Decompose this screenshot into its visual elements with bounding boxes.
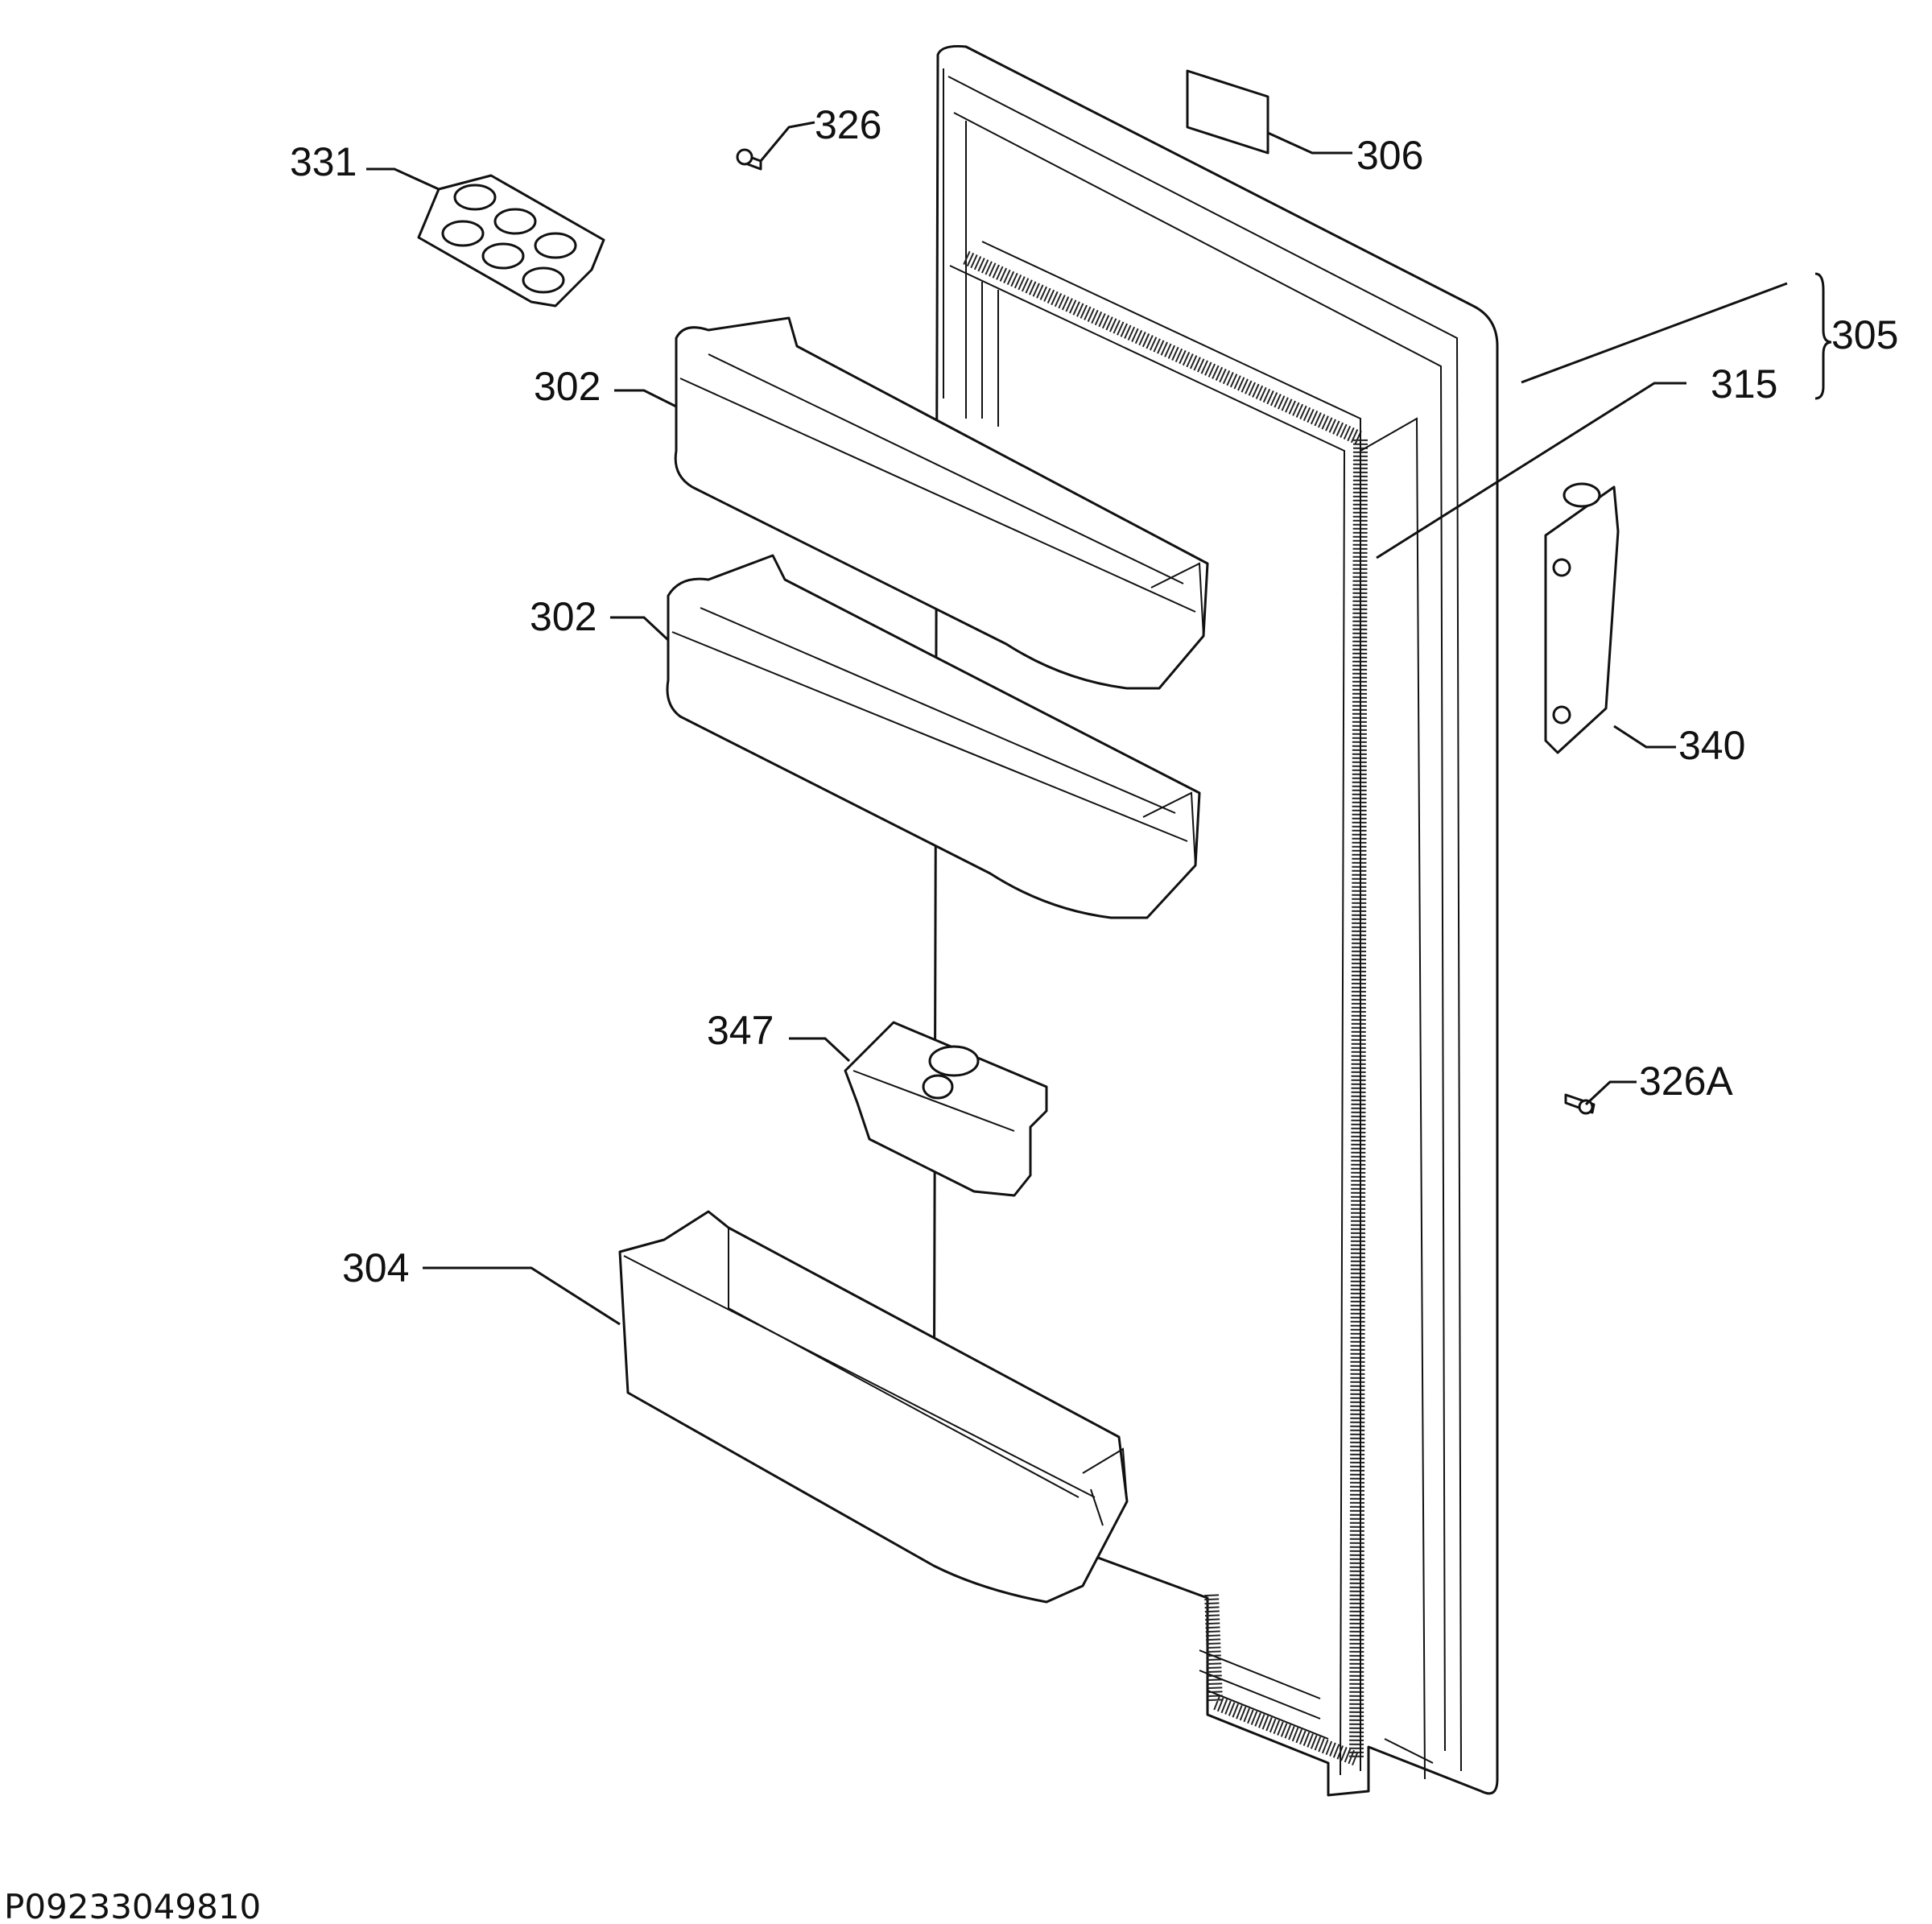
label-302-lower: 302 bbox=[530, 594, 597, 639]
bottle-shelf bbox=[618, 1210, 1129, 1604]
rating-label bbox=[1186, 69, 1269, 155]
screw-326 bbox=[736, 148, 762, 171]
egg-tray bbox=[417, 174, 605, 308]
label-326A: 326A bbox=[1639, 1059, 1733, 1104]
label-340: 340 bbox=[1678, 723, 1745, 768]
label-306: 306 bbox=[1356, 133, 1423, 178]
door-handle bbox=[1544, 482, 1620, 754]
label-326: 326 bbox=[815, 102, 881, 147]
door-shelf-lower bbox=[666, 554, 1201, 919]
screw-326A bbox=[1564, 1093, 1596, 1115]
door-panel bbox=[932, 45, 1499, 1797]
label-331: 331 bbox=[290, 139, 357, 184]
butter-compartment bbox=[844, 1021, 1048, 1197]
drawing-code: P09233049810 bbox=[4, 1887, 261, 1924]
label-305: 305 bbox=[1831, 312, 1898, 357]
label-315: 315 bbox=[1711, 361, 1777, 407]
label-347: 347 bbox=[707, 1008, 774, 1053]
label-302-upper: 302 bbox=[534, 364, 601, 409]
door-shelf-upper bbox=[674, 316, 1209, 690]
label-304: 304 bbox=[342, 1245, 409, 1290]
